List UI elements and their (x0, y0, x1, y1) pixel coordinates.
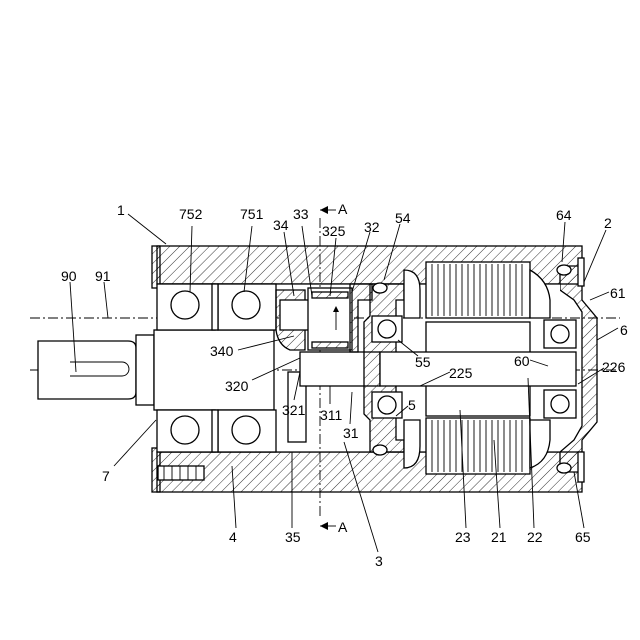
label-3: 3 (375, 553, 383, 569)
label-1: 1 (117, 202, 125, 218)
label-21: 21 (491, 529, 507, 545)
label-65: 65 (575, 529, 591, 545)
label-225: 225 (449, 365, 473, 381)
label-a-top: A (338, 201, 348, 217)
bottom-screw (158, 466, 204, 480)
label-22: 22 (527, 529, 543, 545)
label-34: 34 (273, 217, 289, 233)
label-32: 32 (364, 219, 380, 235)
label-5: 5 (408, 397, 416, 413)
label-55: 55 (415, 354, 431, 370)
label-320: 320 (225, 378, 249, 394)
label-54: 54 (395, 210, 411, 226)
label-35: 35 (285, 529, 301, 545)
label-a-bottom: A (338, 519, 348, 535)
label-751: 751 (240, 206, 264, 222)
label-61: 61 (610, 285, 626, 301)
label-6: 6 (620, 322, 628, 338)
label-23: 23 (455, 529, 471, 545)
label-340: 340 (210, 343, 234, 359)
label-31: 31 (343, 425, 359, 441)
label-321: 321 (282, 402, 306, 418)
output-shaft (38, 330, 274, 410)
label-64: 64 (556, 207, 572, 223)
label-4: 4 (229, 529, 237, 545)
label-90: 90 (61, 268, 77, 284)
label-325: 325 (322, 223, 346, 239)
label-60: 60 (514, 353, 530, 369)
label-752: 752 (179, 206, 203, 222)
label-7: 7 (102, 468, 110, 484)
label-226: 226 (602, 359, 626, 375)
label-311: 311 (320, 407, 343, 423)
label-91: 91 (95, 268, 111, 284)
label-33: 33 (293, 206, 309, 222)
label-2: 2 (604, 215, 612, 231)
